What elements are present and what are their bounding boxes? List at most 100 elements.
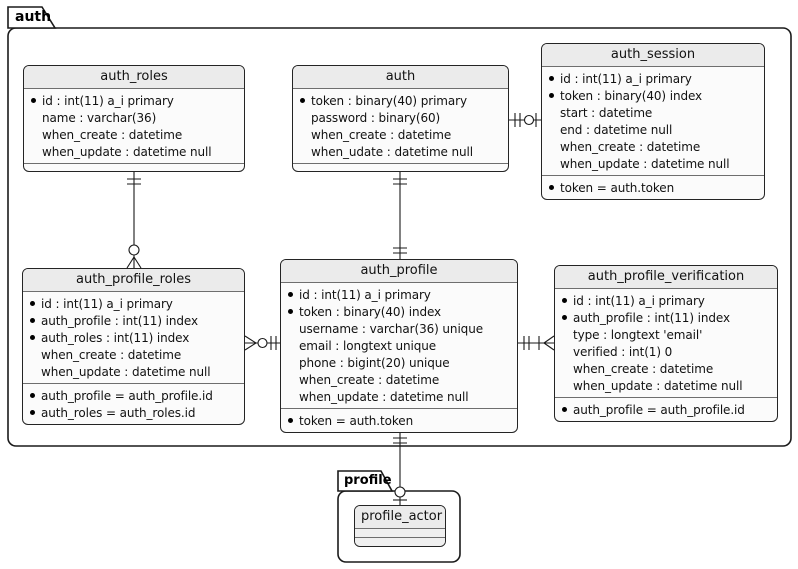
field-row: start : datetime [546,104,759,121]
field-row: email : longtext unique [285,337,512,354]
field-row: when_create : datetime [559,360,772,377]
field-text: token = auth.token [299,413,414,428]
field-text: token = auth.token [560,180,675,195]
cardinality-zero-or-many-icon [244,335,268,351]
entity-profile_actor: profile_actor [354,505,446,547]
field-bullet-icon [288,292,293,297]
field-text: id : int(11) a_i primary [299,287,431,302]
field-text: token : binary(40) primary [311,93,467,108]
field-text: id : int(11) a_i primary [42,93,174,108]
field-row: name : varchar(36) [28,109,239,126]
field-text: auth_profile = auth_profile.id [573,402,745,417]
entity-constraints: token = auth.token [542,175,764,199]
field-row: phone : bigint(20) unique [285,354,512,371]
field-bullet-icon [30,318,35,323]
connector-auth_profile_roles-auth_profile [244,335,280,351]
field-text: verified : int(1) 0 [573,344,673,359]
connector-auth-auth_profile [393,170,407,259]
entity-title: auth_profile [281,260,517,283]
cardinality-exactly-one-icon [270,336,277,350]
field-bullet-icon [549,93,554,98]
field-bullet-icon [549,76,554,81]
field-text: when_create : datetime [311,127,452,142]
field-text: id : int(11) a_i primary [573,293,705,308]
connector-auth_profile-auth_profile_verification [518,335,555,351]
field-row: when_update : datetime null [546,155,759,172]
cardinality-zero-or-one-icon [523,113,537,127]
cardinality-exactly-one-icon [523,336,530,350]
entity-title: profile_actor [355,506,445,529]
field-bullet-icon [31,98,36,103]
field-row: when_update : datetime null [28,143,239,160]
field-row: verified : int(1) 0 [559,343,772,360]
connector-auth_profile-profile_actor [393,432,407,505]
field-text: auth_profile : int(11) index [41,313,198,328]
field-row: when_create : datetime [285,371,512,388]
field-text: when_update : datetime null [573,378,743,393]
field-text: auth_roles = auth_roles.id [41,405,196,420]
field-text: when_update : datetime null [41,364,211,379]
field-row: token = auth.token [285,412,512,429]
entity-constraints: token = auth.token [281,408,517,432]
entity-title: auth_roles [24,66,244,89]
field-text: when_udate : datetime null [311,144,474,159]
connector-auth-auth_session [509,113,541,127]
field-row: when_create : datetime [546,138,759,155]
field-bullet-icon [30,393,35,398]
field-bullet-icon [30,335,35,340]
entity-title: auth_session [542,44,764,67]
entity-constraints: auth_profile = auth_profile.id [555,397,777,421]
field-text: phone : bigint(20) unique [299,355,450,370]
field-bullet-icon [562,315,567,320]
field-bullet-icon [562,298,567,303]
field-row: id : int(11) a_i primary [28,92,239,109]
field-text: when_create : datetime [42,127,183,142]
field-bullet-icon [562,407,567,412]
field-row: id : int(11) a_i primary [546,70,759,87]
field-text: auth_profile : int(11) index [573,310,730,325]
field-text: auth_profile = auth_profile.id [41,388,213,403]
field-row: id : int(11) a_i primary [285,286,512,303]
field-row: type : longtext 'email' [559,326,772,343]
field-row: auth_profile = auth_profile.id [27,387,239,404]
field-text: when_update : datetime null [299,389,469,404]
field-text: when_update : datetime null [42,144,212,159]
entity-constraints [355,537,445,546]
field-row: id : int(11) a_i primary [559,292,772,309]
cardinality-zero-or-one-icon [393,486,407,501]
entity-title: auth_profile_roles [23,269,244,292]
field-row: when_update : datetime null [27,363,239,380]
field-bullet-icon [30,301,35,306]
field-row: username : varchar(36) unique [285,320,512,337]
entity-title: auth_profile_verification [555,266,777,289]
connector-auth_roles-auth_profile_roles [126,170,142,269]
entity-fields: token : binary(40) primary password : bin… [293,89,508,163]
field-text: email : longtext unique [299,338,437,353]
field-row: auth_profile : int(11) index [559,309,772,326]
field-text: id : int(11) a_i primary [560,71,692,86]
entity-fields: id : int(11) a_i primary auth_profile : i… [555,289,777,397]
field-text: when_update : datetime null [560,156,730,171]
field-row: when_update : datetime null [285,388,512,405]
field-text: password : binary(60) [311,110,441,125]
field-row: token : binary(40) primary [297,92,503,109]
field-text: when_create : datetime [299,372,440,387]
field-text: when_create : datetime [573,361,714,376]
entity-constraints [24,163,244,171]
field-row: password : binary(60) [297,109,503,126]
field-text: start : datetime [560,105,653,120]
field-bullet-icon [30,410,35,415]
cardinality-exactly-one-icon [393,437,407,444]
field-text: username : varchar(36) unique [299,321,483,336]
field-bullet-icon [300,98,305,103]
